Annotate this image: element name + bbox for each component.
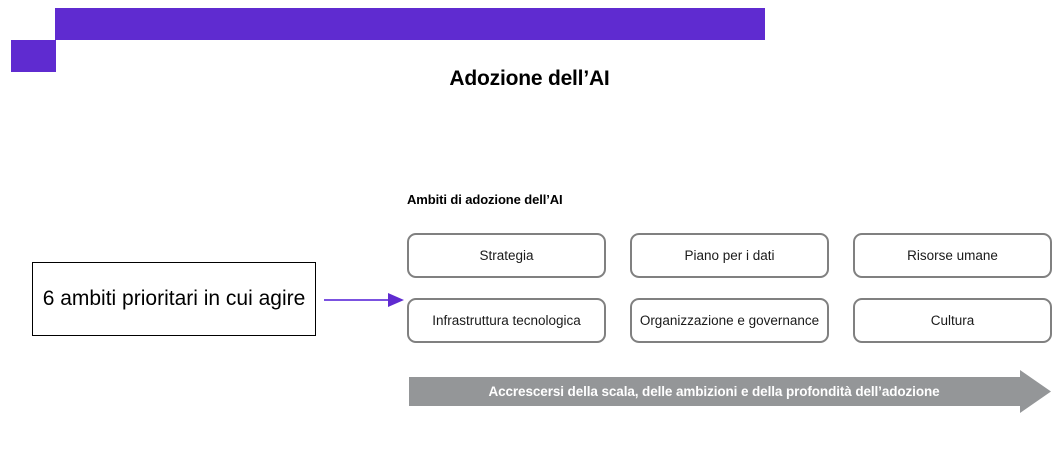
header-accent-bar — [55, 8, 765, 40]
right-arrow-icon — [324, 293, 404, 307]
domain-box-cultura[interactable]: Cultura — [853, 298, 1052, 343]
domain-box-infrastruttura-tecnologica[interactable]: Infrastruttura tecnologica — [407, 298, 606, 343]
priority-callout-text: 6 ambiti prioritari in cui agire — [42, 287, 306, 310]
priority-callout-box: 6 ambiti prioritari in cui agire — [32, 262, 316, 336]
domain-box-label: Cultura — [930, 313, 975, 328]
domain-box-piano-per-i-dati[interactable]: Piano per i dati — [630, 233, 829, 278]
connector-arrow — [322, 288, 406, 312]
right-arrow-banner-icon — [409, 370, 1051, 413]
domain-box-organizzazione-e-governance[interactable]: Organizzazione e governance — [630, 298, 829, 343]
adoption-domains-grid: Strategia Piano per i dati Risorse umane… — [407, 233, 1052, 343]
section-label: Ambiti di adozione dell’AI — [407, 192, 563, 207]
header-accent-square — [11, 40, 56, 72]
domain-box-strategia[interactable]: Strategia — [407, 233, 606, 278]
domain-box-label: Risorse umane — [907, 248, 998, 263]
domain-box-label: Organizzazione e governance — [639, 313, 820, 328]
domain-box-risorse-umane[interactable]: Risorse umane — [853, 233, 1052, 278]
page-title: Adozione dell’AI — [449, 67, 610, 90]
domain-box-label: Strategia — [479, 248, 534, 263]
domain-box-label: Piano per i dati — [684, 248, 775, 263]
progression-arrow-shape — [409, 369, 1051, 414]
domain-box-label: Infrastruttura tecnologica — [432, 313, 581, 328]
